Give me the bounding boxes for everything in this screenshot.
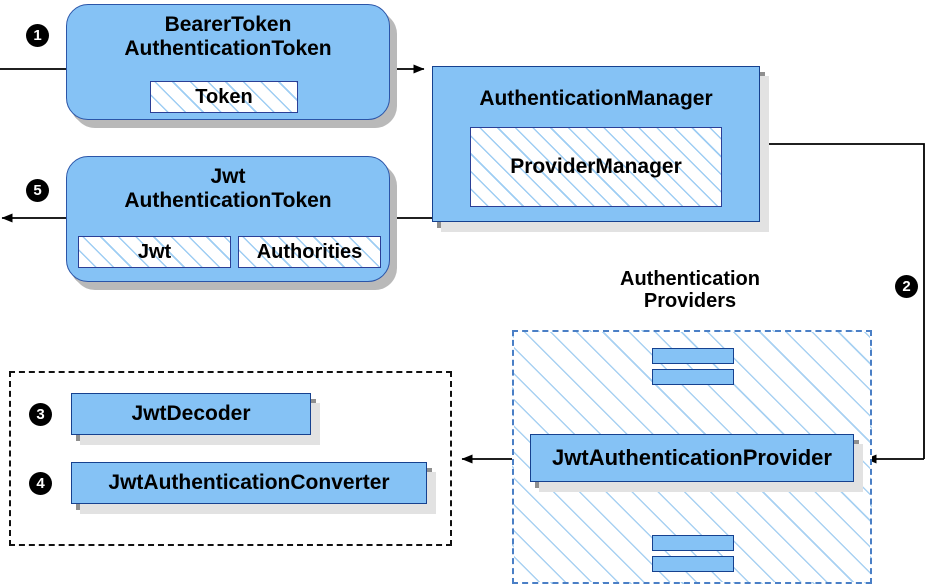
- bearer-token-authentication-token-card[interactable]: BearerToken AuthenticationToken Token: [66, 4, 390, 120]
- step-badge-1: 1: [26, 24, 49, 47]
- provider-manager-label: ProviderManager: [510, 155, 682, 179]
- jwt-decoder-label: JwtDecoder: [131, 402, 251, 426]
- authorities-inner-box: Authorities: [238, 236, 381, 268]
- jwt-authentication-provider-box[interactable]: JwtAuthenticationProvider: [530, 434, 854, 482]
- token-inner-label: Token: [195, 85, 253, 108]
- step-badge-2: 2: [895, 275, 918, 298]
- authentication-manager-title: AuthenticationManager: [479, 87, 713, 110]
- provider-stub-bar-top-1: [652, 348, 734, 364]
- provider-manager-inner-box: ProviderManager: [470, 127, 722, 207]
- jwt-authentication-converter-label: JwtAuthenticationConverter: [108, 471, 390, 495]
- authentication-providers-caption: Authentication Providers: [620, 268, 760, 313]
- jwt-authentication-token-card[interactable]: Jwt AuthenticationToken Jwt Authorities: [66, 156, 390, 282]
- jwt-token-card-title: Jwt AuthenticationToken: [124, 165, 332, 212]
- jwt-inner-label: Jwt: [137, 240, 172, 263]
- step-badge-4: 4: [29, 472, 52, 495]
- bearer-token-card-title: BearerToken AuthenticationToken: [124, 13, 332, 60]
- jwt-inner-box: Jwt: [78, 236, 231, 268]
- authorities-inner-label: Authorities: [256, 240, 363, 263]
- jwt-decoder-box[interactable]: JwtDecoder: [71, 393, 311, 435]
- jwt-authentication-provider-label: JwtAuthenticationProvider: [552, 444, 832, 470]
- provider-stub-bar-bottom-2: [652, 556, 734, 572]
- jwt-authentication-converter-box[interactable]: JwtAuthenticationConverter: [71, 462, 427, 504]
- provider-stub-bar-top-2: [652, 369, 734, 385]
- step-badge-3: 3: [29, 403, 52, 426]
- authentication-manager-card[interactable]: AuthenticationManager ProviderManager: [432, 66, 760, 222]
- jwt-support-components-region: [9, 371, 452, 546]
- token-inner-box: Token: [150, 81, 298, 113]
- provider-stub-bar-bottom-1: [652, 535, 734, 551]
- step-badge-5: 5: [26, 179, 49, 202]
